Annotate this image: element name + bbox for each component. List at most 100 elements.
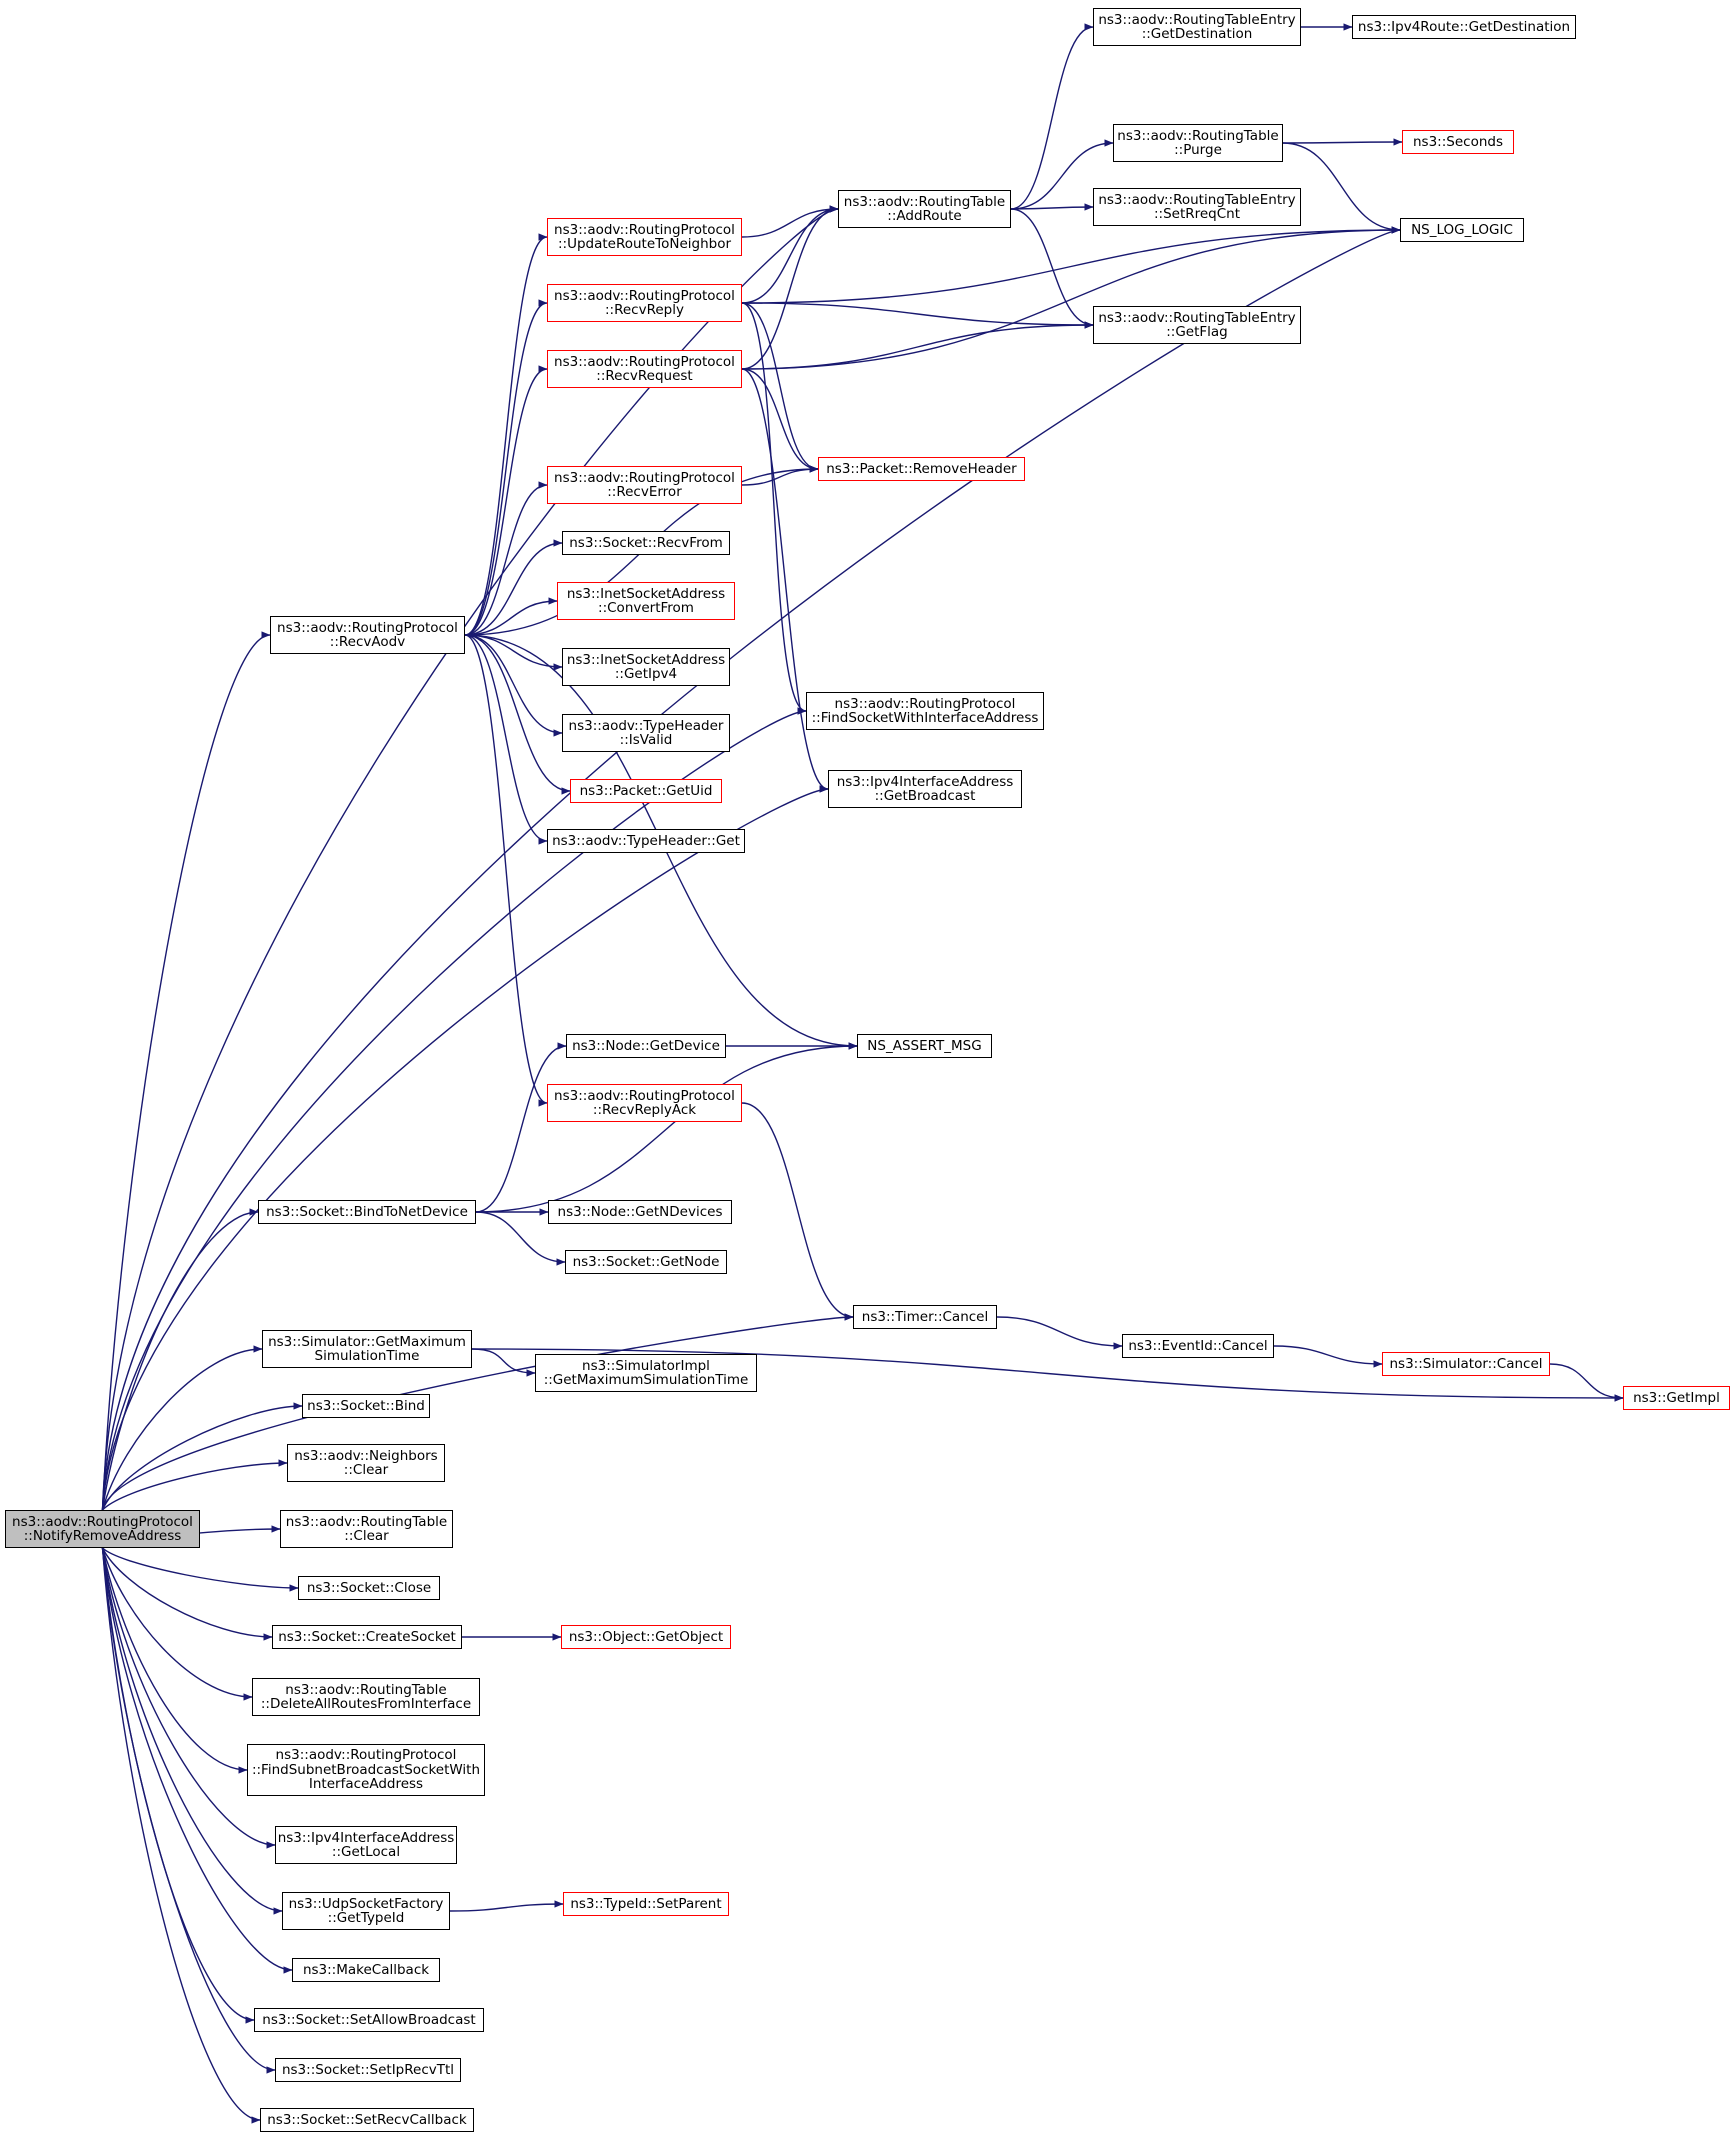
node-label-line: ns3::Object::GetObject	[568, 1628, 724, 1645]
call-edge-getMaxSimTime-to-getImpl	[471, 1348, 1624, 1402]
node-label-line: ::Purge	[1174, 142, 1222, 158]
node-label-line: ::GetDestination	[1141, 26, 1253, 42]
graph-node-socket-bind[interactable]: ns3::Socket::Bind	[302, 1394, 430, 1418]
graph-node-get-ipv4[interactable]: ns3::InetSocketAddress::GetIpv4	[562, 648, 730, 686]
graph-node-set-ip-recv-ttl[interactable]: ns3::Socket::SetIpRecvTtl	[275, 2058, 461, 2082]
call-edge-getMaxSimTime-to-simImplGetMax	[471, 1348, 536, 1377]
node-label-line: ns3::Socket::SetIpRecvTtl	[281, 2061, 455, 2078]
node-label-line: ns3::SimulatorImpl	[582, 1357, 710, 1374]
graph-node-routing-table-clear[interactable]: ns3::aodv::RoutingTable::Clear	[280, 1510, 453, 1548]
graph-node-timer-cancel[interactable]: ns3::Timer::Cancel	[853, 1305, 997, 1329]
graph-node-set-recv-callback[interactable]: ns3::Socket::SetRecvCallback	[260, 2108, 474, 2132]
call-edge-root-to-findSocket	[101, 707, 807, 1511]
node-label-line: ns3::aodv::RoutingProtocol	[834, 695, 1016, 712]
graph-node-type-header-get[interactable]: ns3::aodv::TypeHeader::Get	[547, 829, 745, 853]
graph-node-get-uid[interactable]: ns3::Packet::GetUid	[570, 779, 722, 803]
call-edge-recvAodv-to-recvReplyAck	[464, 634, 548, 1107]
call-edge-addRoute-to-rtPurge	[1010, 139, 1114, 210]
call-edge-recvReply-to-addRoute	[741, 205, 839, 304]
node-label-line: ::RecvRequest	[596, 368, 693, 384]
graph-node-socket-get-node[interactable]: ns3::Socket::GetNode	[565, 1250, 727, 1274]
graph-node-ns-assert-msg[interactable]: NS_ASSERT_MSG	[857, 1034, 992, 1058]
graph-node-create-socket[interactable]: ns3::Socket::CreateSocket	[272, 1625, 462, 1649]
graph-node-make-callback[interactable]: ns3::MakeCallback	[292, 1958, 440, 1982]
node-label-line: ns3::Seconds	[1413, 133, 1503, 150]
graph-node-neighbors-clear[interactable]: ns3::aodv::Neighbors::Clear	[287, 1444, 445, 1482]
graph-node-rt-purge[interactable]: ns3::aodv::RoutingTable::Purge	[1113, 124, 1283, 162]
node-label-line: ::IsValid	[619, 732, 673, 748]
node-label-line: ns3::Simulator::GetMaximum	[268, 1333, 466, 1350]
graph-node-set-parent[interactable]: ns3::TypeId::SetParent	[563, 1892, 729, 1916]
graph-node-socket-close[interactable]: ns3::Socket::Close	[298, 1576, 440, 1600]
graph-node-bind-to-net-device[interactable]: ns3::Socket::BindToNetDevice	[258, 1200, 476, 1224]
call-edge-updateRoute-to-addRoute	[741, 205, 839, 238]
graph-node-find-subnet[interactable]: ns3::aodv::RoutingProtocol::FindSubnetBr…	[247, 1744, 485, 1796]
graph-node-recv-reply[interactable]: ns3::aodv::RoutingProtocol::RecvReply	[547, 284, 742, 322]
node-label-line: ::RecvReplyAck	[592, 1102, 697, 1118]
graph-node-convert-from[interactable]: ns3::InetSocketAddress::ConvertFrom	[557, 582, 735, 620]
node-label-line: ns3::Socket::BindToNetDevice	[266, 1203, 468, 1220]
graph-node-delete-all-routes[interactable]: ns3::aodv::RoutingTable::DeleteAllRoutes…	[252, 1678, 480, 1716]
graph-node-recv-error[interactable]: ns3::aodv::RoutingProtocol::RecvError	[547, 466, 742, 504]
call-edge-udpGetTypeId-to-setParent	[449, 1900, 564, 1912]
graph-node-get-object[interactable]: ns3::Object::GetObject	[561, 1625, 731, 1649]
call-edge-simulatorCancel-to-getImpl	[1549, 1363, 1624, 1402]
graph-node-get-flag[interactable]: ns3::aodv::RoutingTableEntry::GetFlag	[1093, 306, 1301, 344]
graph-node-get-ndevices[interactable]: ns3::Node::GetNDevices	[548, 1200, 732, 1224]
node-label-line: ns3::Socket::SetRecvCallback	[267, 2111, 467, 2128]
graph-node-recv-request[interactable]: ns3::aodv::RoutingProtocol::RecvRequest	[547, 350, 742, 388]
call-edge-recvAodv-to-recvReply	[464, 299, 548, 636]
call-edge-root-to-findSubnet	[101, 1547, 248, 1774]
graph-node-seconds[interactable]: ns3::Seconds	[1402, 130, 1514, 154]
graph-node-event-id-cancel[interactable]: ns3::EventId::Cancel	[1122, 1334, 1274, 1358]
graph-node-find-socket[interactable]: ns3::aodv::RoutingProtocol::FindSocketWi…	[806, 692, 1044, 730]
graph-node-recv-reply-ack[interactable]: ns3::aodv::RoutingProtocol::RecvReplyAck	[547, 1084, 742, 1122]
node-label-line: ns3::TypeId::SetParent	[570, 1895, 722, 1912]
call-edge-recvReply-to-removeHeader	[741, 302, 819, 473]
graph-node-add-route[interactable]: ns3::aodv::RoutingTable::AddRoute	[838, 190, 1011, 228]
node-label-line: ns3::aodv::RoutingProtocol	[12, 1513, 193, 1530]
call-edge-recvRequest-to-getBroadcast	[741, 368, 829, 793]
graph-node-node-get-device[interactable]: ns3::Node::GetDevice	[566, 1034, 726, 1058]
graph-node-recv-from[interactable]: ns3::Socket::RecvFrom	[562, 531, 730, 555]
graph-node-ipv4-route-get-dest[interactable]: ns3::Ipv4Route::GetDestination	[1352, 15, 1576, 39]
graph-node-udp-get-type-id[interactable]: ns3::UdpSocketFactory::GetTypeId	[282, 1892, 450, 1930]
call-edge-recvAodv-to-getUid	[464, 634, 571, 795]
call-edge-bindToNetDevice-to-nodeGetDevice	[475, 1042, 567, 1213]
node-label-line: ::GetBroadcast	[874, 788, 976, 804]
call-edge-root-to-neighborsClear	[101, 1459, 288, 1511]
graph-node-get-local[interactable]: ns3::Ipv4InterfaceAddress::GetLocal	[275, 1826, 457, 1864]
node-label-line: ns3::Socket::SetAllowBroadcast	[262, 2011, 476, 2028]
node-label-line: ns3::aodv::Neighbors	[294, 1447, 438, 1464]
call-edge-recvAodv-to-updateRoute	[464, 233, 548, 636]
node-label-line: ns3::aodv::RoutingTable	[843, 193, 1006, 210]
node-label-line: ::RecvReply	[605, 302, 684, 318]
call-edge-rtPurge-to-nsLogLogic	[1282, 142, 1401, 234]
node-label-line: ns3::aodv::RoutingTableEntry	[1098, 309, 1296, 326]
node-label-line: ::GetTypeId	[327, 1910, 405, 1926]
graph-node-rte-get-destination[interactable]: ns3::aodv::RoutingTableEntry::GetDestina…	[1093, 8, 1301, 46]
node-label-line: ns3::Simulator::Cancel	[1389, 1355, 1543, 1372]
graph-node-set-allow-broadcast[interactable]: ns3::Socket::SetAllowBroadcast	[254, 2008, 484, 2032]
node-label-line: ns3::aodv::RoutingProtocol	[554, 469, 735, 486]
node-label-line: ns3::aodv::RoutingTableEntry	[1098, 11, 1296, 28]
graph-node-is-valid[interactable]: ns3::aodv::TypeHeader::IsValid	[562, 714, 730, 752]
node-label-line: ns3::aodv::RoutingTableEntry	[1098, 191, 1296, 208]
graph-node-recv-aodv[interactable]: ns3::aodv::RoutingProtocol::RecvAodv	[270, 616, 465, 654]
call-edge-recvAodv-to-recvRequest	[464, 365, 548, 636]
graph-node-sim-impl-get-max[interactable]: ns3::SimulatorImpl::GetMaximumSimulation…	[535, 1354, 757, 1392]
call-edge-addRoute-to-setRreqCnt	[1010, 203, 1094, 211]
node-label-line: ns3::aodv::RoutingProtocol	[275, 1747, 457, 1764]
graph-node-ns-log-logic[interactable]: NS_LOG_LOGIC	[1400, 218, 1524, 242]
node-label-line: ::UpdateRouteToNeighbor	[557, 236, 732, 252]
node-label-line: ns3::aodv::RoutingProtocol	[554, 1087, 735, 1104]
graph-node-simulator-cancel[interactable]: ns3::Simulator::Cancel	[1382, 1352, 1550, 1376]
node-label-line: ns3::Socket::Bind	[307, 1397, 425, 1414]
graph-node-get-impl[interactable]: ns3::GetImpl	[1623, 1386, 1730, 1410]
graph-node-set-rreq-cnt[interactable]: ns3::aodv::RoutingTableEntry::SetRreqCnt	[1093, 188, 1301, 226]
graph-node-update-route[interactable]: ns3::aodv::RoutingProtocol::UpdateRouteT…	[547, 218, 742, 256]
graph-node-get-broadcast[interactable]: ns3::Ipv4InterfaceAddress::GetBroadcast	[828, 770, 1022, 808]
graph-node-remove-header[interactable]: ns3::Packet::RemoveHeader	[818, 457, 1025, 481]
call-edge-recvRequest-to-removeHeader	[741, 368, 819, 473]
